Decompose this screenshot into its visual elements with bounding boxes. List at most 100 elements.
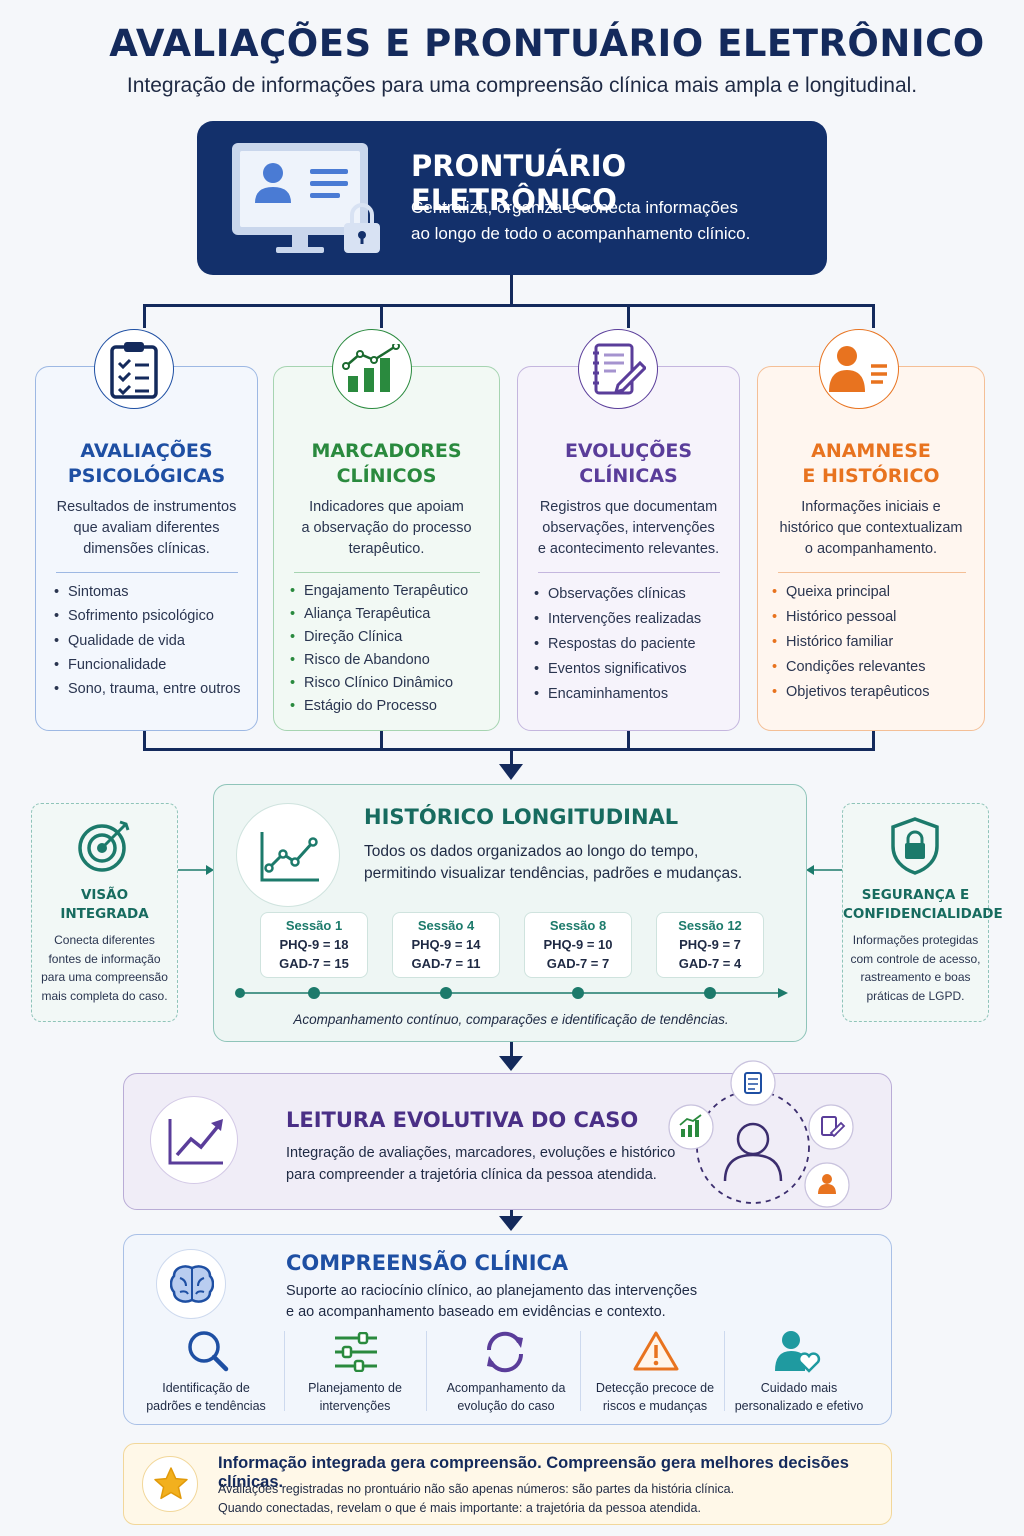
arrow-left-icon [806, 865, 842, 875]
longitudinal-title: HISTÓRICO LONGITUDINAL [364, 805, 679, 829]
person-profile-icon [819, 329, 899, 409]
hero-panel: PRONTUÁRIO ELETRÔNICO Centraliza, organi… [197, 121, 827, 275]
list-item: Intervenções realizadas [534, 607, 701, 632]
computer-lock-icon [230, 141, 380, 266]
leitura-evolutiva-panel: LEITURA EVOLUTIVA DO CASO Integração de … [123, 1060, 892, 1210]
connector-line [510, 748, 513, 768]
divider [724, 1331, 725, 1411]
page-subtitle: Integração de informações para uma compr… [126, 74, 918, 97]
leitura-description: Integração de avaliações, marcadores, ev… [286, 1145, 676, 1183]
list-item: Funcionalidade [54, 653, 241, 678]
divider [538, 572, 720, 573]
star-icon [142, 1456, 198, 1512]
session-card: Sessão 4 PHQ-9 = 14 GAD-7 = 11 [392, 912, 500, 978]
list-item: Histórico familiar [772, 630, 929, 655]
footer-panel: Informação integrada gera compreensão. C… [123, 1443, 892, 1525]
historico-longitudinal-panel: HISTÓRICO LONGITUDINAL Todos os dados or… [213, 784, 807, 1042]
list-item: Qualidade de vida [54, 629, 241, 654]
clipboard-checklist-icon [94, 329, 174, 409]
connector-line [143, 748, 875, 751]
list-item: Sofrimento psicológico [54, 604, 241, 629]
divider [294, 572, 480, 573]
target-icon [78, 820, 130, 872]
timeline-caption: Acompanhamento contínuo, comparações e i… [293, 1012, 729, 1027]
connector-line [380, 731, 383, 750]
connector-line [872, 731, 875, 750]
page-title: AVALIAÇÕES E PRONTUÁRIO ELETRÔNICO [109, 22, 985, 65]
connector-line [627, 731, 630, 750]
connector-line [510, 275, 513, 305]
connector-line [143, 304, 146, 328]
compreensao-clinica-panel: COMPREENSÃO CLÍNICA Suporte ao raciocíni… [123, 1234, 892, 1425]
item-list: Engajamento Terapêutico Aliança Terapêut… [290, 580, 468, 718]
session-card: Sessão 1 PHQ-9 = 18 GAD-7 = 15 [260, 912, 368, 978]
warning-icon [633, 1331, 679, 1371]
divider [284, 1331, 285, 1411]
footer-text: Avaliações registradas no prontuário não… [218, 1482, 735, 1515]
list-item: Respostas do paciente [534, 632, 701, 657]
list-item: Risco Clínico Dinâmico [290, 672, 468, 695]
list-item: Histórico pessoal [772, 605, 929, 630]
connector-line [627, 304, 630, 328]
connector-line [380, 304, 383, 328]
item-list: Queixa principal Histórico pessoal Histó… [772, 580, 929, 705]
notebook-pen-icon [578, 329, 658, 409]
list-item: Aliança Terapêutica [290, 603, 468, 626]
list-item: Engajamento Terapêutico [290, 580, 468, 603]
connector-line [143, 304, 875, 307]
arrow-down-icon [499, 764, 523, 780]
list-item: Sintomas [54, 580, 241, 605]
footer-headline: Informação integrada gera compreensão. C… [218, 1454, 849, 1491]
compreensao-title: COMPREENSÃO CLÍNICA [286, 1251, 569, 1275]
list-item: Eventos significativos [534, 657, 701, 682]
case-network-icon [668, 1060, 854, 1208]
shield-lock-icon [891, 817, 939, 875]
person-heart-icon [775, 1331, 821, 1373]
trend-up-icon [150, 1096, 238, 1184]
session-card: Sessão 12 PHQ-9 = 7 GAD-7 = 4 [656, 912, 764, 978]
sliders-icon [335, 1332, 377, 1372]
longitudinal-description: Todos os dados organizados ao longo do t… [364, 843, 743, 882]
brain-icon [156, 1249, 226, 1319]
list-item: Queixa principal [772, 580, 929, 605]
hero-title: PRONTUÁRIO ELETRÔNICO [411, 149, 627, 217]
connector-line [143, 731, 146, 750]
leitura-title: LEITURA EVOLUTIVA DO CASO [286, 1108, 639, 1132]
list-item: Encaminhamentos [534, 682, 701, 707]
refresh-cycle-icon [486, 1331, 524, 1373]
magnifier-icon [188, 1331, 229, 1372]
divider [778, 572, 966, 573]
arrow-down-icon [499, 1056, 523, 1071]
list-item: Risco de Abandono [290, 649, 468, 672]
compreensao-description: Suporte ao raciocínio clínico, ao planej… [286, 1283, 698, 1320]
arrow-right-icon [178, 865, 214, 875]
list-item: Observações clínicas [534, 582, 701, 607]
connector-line [510, 1042, 513, 1060]
divider [426, 1331, 427, 1411]
connector-line [510, 1210, 513, 1220]
list-item: Condições relevantes [772, 655, 929, 680]
session-card: Sessão 8 PHQ-9 = 10 GAD-7 = 7 [524, 912, 632, 978]
line-chart-icon [236, 803, 340, 907]
